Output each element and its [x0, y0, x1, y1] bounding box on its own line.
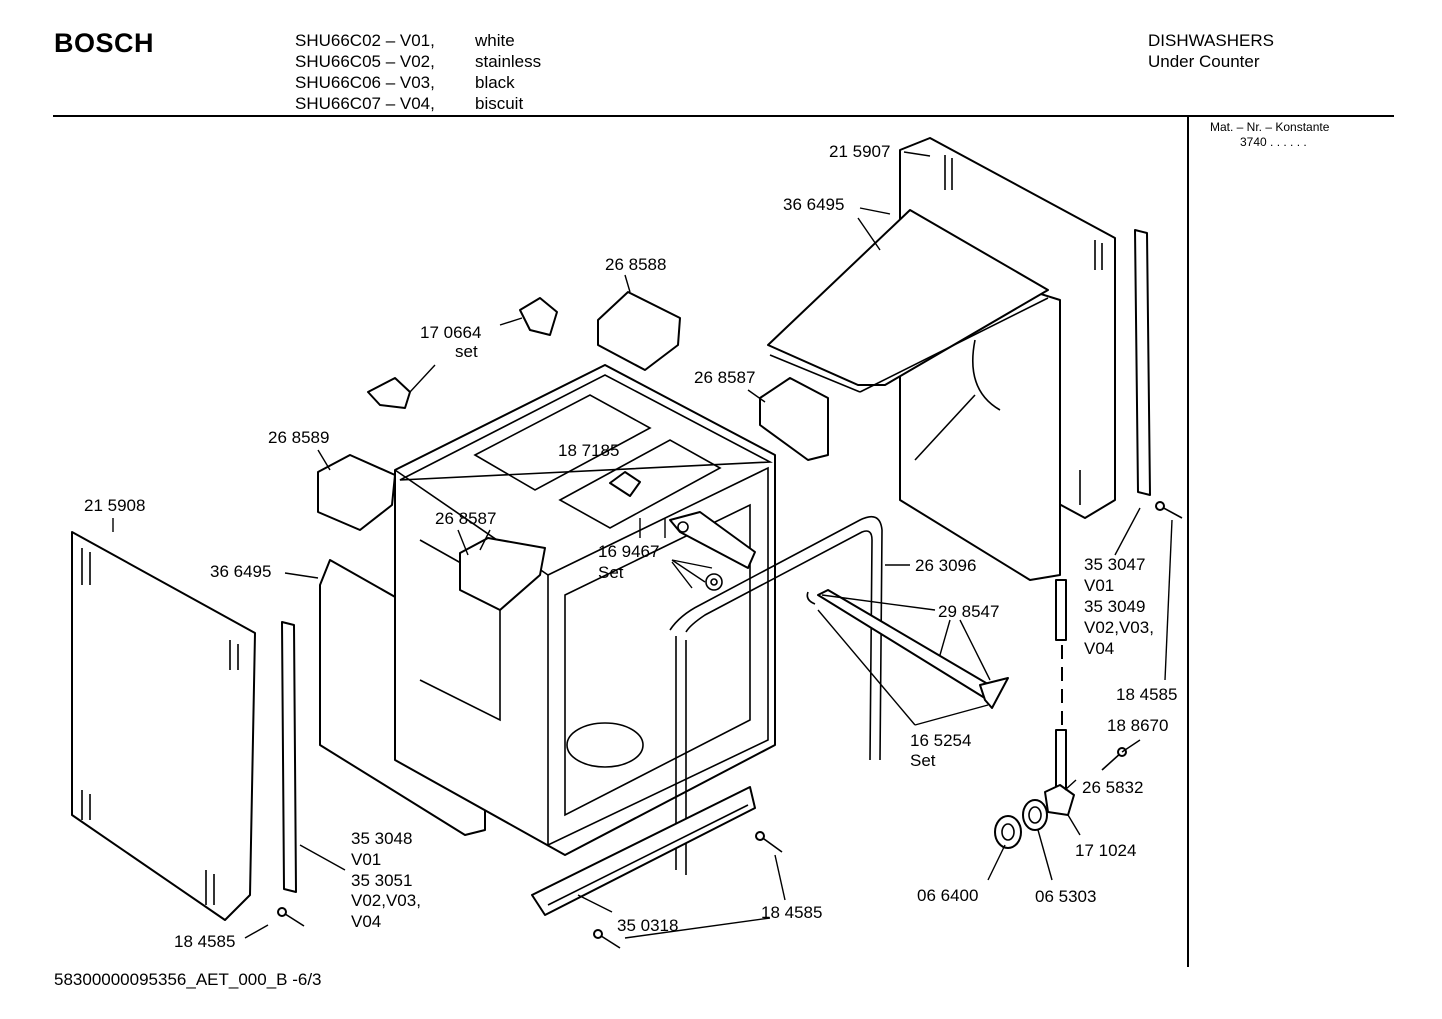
part-label: 26 8587 [694, 368, 755, 387]
part-label: 17 1024 [1075, 841, 1136, 860]
side-rail-right [1134, 229, 1151, 496]
hinge-169467 [669, 511, 756, 591]
part-label: V01 [351, 850, 381, 869]
part-label: 16 9467 [598, 542, 659, 561]
part-label: 26 8587 [435, 509, 496, 528]
part-label: 35 3049 [1084, 597, 1145, 616]
part-label: 17 0664 [420, 323, 481, 342]
bracket-top [519, 297, 558, 336]
part-label: V02,V03, [1084, 618, 1154, 637]
part-label: 06 5303 [1035, 887, 1096, 906]
material-number-label: Mat. – Nr. – Konstante [1210, 120, 1330, 134]
category-block: DISHWASHERS Under Counter [1148, 30, 1274, 72]
screw-icon [1155, 501, 1183, 519]
model-row: SHU66C02 – V01, white [295, 30, 541, 51]
clip-268587-mid [459, 537, 546, 611]
screw-icon [593, 929, 621, 949]
material-number-panel: Mat. – Nr. – Konstante 3740 . . . . . . [1210, 120, 1329, 150]
part-label: 35 3051 [351, 871, 412, 890]
part-label: 06 6400 [917, 886, 978, 905]
brand-logo: BOSCH [54, 28, 155, 58]
part-label: Set [910, 751, 936, 770]
ring-065303 [1022, 799, 1048, 831]
part-label: 36 6495 [783, 195, 844, 214]
model-color: stainless [475, 52, 542, 71]
elbow-171024 [1044, 784, 1075, 816]
part-label: 18 4585 [174, 932, 235, 951]
bracket-left [367, 377, 411, 409]
ring-066400 [994, 815, 1022, 849]
screw-icon [755, 831, 783, 853]
part-label: 35 3047 [1084, 555, 1145, 574]
part-label: 26 8588 [605, 255, 666, 274]
part-label: 36 6495 [210, 562, 271, 581]
model-color: white [475, 31, 515, 50]
model-code: SHU66C05 – V02, [295, 52, 435, 71]
leader-lines [112, 151, 1173, 939]
inlet-hose [1055, 579, 1067, 791]
model-code: SHU66C07 – V04, [295, 94, 435, 113]
part-label: 26 3096 [915, 556, 976, 575]
side-rail-left [281, 621, 297, 893]
part-label: 16 5254 [910, 731, 971, 750]
clip-268587-right [759, 377, 829, 461]
clip-187185 [609, 471, 641, 497]
part-label: 29 8547 [938, 602, 999, 621]
part-label: 26 8589 [268, 428, 329, 447]
clip-268588 [597, 291, 681, 371]
clip-268589 [317, 454, 396, 531]
part-label: 21 5907 [829, 142, 890, 161]
model-row: SHU66C07 – V04, biscuit [295, 93, 541, 114]
side-panel-left [71, 531, 256, 921]
part-label: V01 [1084, 576, 1114, 595]
part-label: 35 3048 [351, 829, 412, 848]
model-code: SHU66C02 – V01, [295, 31, 435, 50]
part-label: V04 [1084, 639, 1114, 658]
model-row: SHU66C05 – V02, stainless [295, 51, 541, 72]
tub [394, 364, 776, 856]
model-list: SHU66C02 – V01, white SHU66C05 – V02, stai… [295, 30, 541, 114]
part-label: Set [598, 563, 624, 582]
part-label: 18 4585 [761, 903, 822, 922]
part-label: 21 5908 [84, 496, 145, 515]
part-label: 18 7185 [558, 441, 619, 460]
model-row: SHU66C06 – V03, black [295, 72, 541, 93]
part-label: 26 5832 [1082, 778, 1143, 797]
part-label: 35 0318 [617, 916, 678, 935]
side-divider [1187, 115, 1189, 967]
top-cover-plate [767, 209, 1049, 393]
header-divider [53, 115, 1394, 117]
bottom-rail [531, 786, 756, 916]
model-color: biscuit [475, 94, 524, 113]
document-id: 58300000095356_AET_000_B -6/3 [54, 970, 322, 989]
part-label: set [455, 342, 478, 361]
material-number-value: 3740 . . . . . . [1240, 135, 1307, 149]
model-code: SHU66C06 – V03, [295, 73, 435, 92]
part-label: V02,V03, [351, 891, 421, 910]
category-title: DISHWASHERS [1148, 31, 1274, 50]
part-label: 18 4585 [1116, 685, 1177, 704]
part-label: V04 [351, 912, 381, 931]
cross-bar [806, 589, 1009, 709]
screw-icon [277, 907, 305, 927]
part-label: 18 8670 [1107, 716, 1168, 735]
model-color: black [475, 73, 515, 92]
category-subtitle: Under Counter [1148, 52, 1260, 71]
